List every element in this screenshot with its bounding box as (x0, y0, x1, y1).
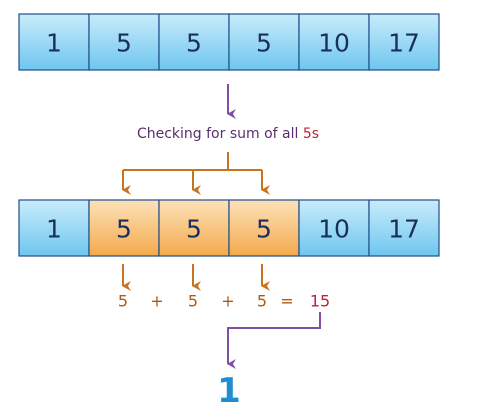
top-array-cell: 5 (158, 13, 230, 71)
top-array-cell: 1 (18, 13, 90, 71)
equation-operator: = (280, 292, 293, 311)
cell-box (298, 199, 370, 257)
caption-prefix: Checking for sum of all (137, 126, 303, 142)
bottom-array-cell: 5 (158, 199, 230, 257)
equation-term: 5 (188, 292, 198, 311)
caption-highlight: 5s (303, 126, 319, 142)
top-array-cell: 10 (298, 13, 370, 71)
cell-box (88, 199, 160, 257)
cell-box (298, 13, 370, 71)
cell-value: 5 (116, 215, 132, 244)
cell-value: 10 (318, 215, 350, 244)
equation: 5 +5 +5 = 15 (118, 292, 330, 311)
cell-box (368, 199, 440, 257)
top-array: 1 5 5 5 10 17 (18, 13, 440, 71)
top-array-cell: 5 (228, 13, 300, 71)
cell-value: 5 (256, 29, 272, 58)
equation-operator: + (221, 292, 234, 311)
bottom-array-cell: 17 (368, 199, 440, 257)
bottom-array-cell: 10 (298, 199, 370, 257)
cell-value: 1 (46, 215, 62, 244)
result-value: 1 (217, 371, 241, 411)
bottom-array: 1 5 5 5 10 17 (18, 199, 440, 257)
cell-value: 5 (256, 215, 272, 244)
caption: Checking for sum of all 5s (137, 126, 319, 142)
top-array-cell: 5 (88, 13, 160, 71)
cell-value: 1 (46, 29, 62, 58)
top-array-cell: 17 (368, 13, 440, 71)
equation-operator: + (150, 292, 163, 311)
cell-box (18, 13, 90, 71)
bottom-array-cell: 5 (228, 199, 300, 257)
cell-box (18, 199, 90, 257)
bottom-array-cell: 1 (18, 199, 90, 257)
cell-value: 5 (116, 29, 132, 58)
selection-bracket (122, 152, 270, 195)
equation-arrows (122, 264, 270, 291)
arrow-to-result (227, 312, 321, 369)
cell-box (228, 199, 300, 257)
cell-box (158, 13, 230, 71)
equation-term: 5 (118, 292, 128, 311)
cell-value: 5 (186, 29, 202, 58)
cell-value: 17 (388, 215, 420, 244)
cell-value: 17 (388, 29, 420, 58)
bottom-array-cell: 5 (88, 199, 160, 257)
cell-box (88, 13, 160, 71)
cell-box (368, 13, 440, 71)
cell-value: 10 (318, 29, 350, 58)
equation-sum: 15 (310, 292, 330, 311)
cell-box (158, 199, 230, 257)
cell-value: 5 (186, 215, 202, 244)
equation-term: 5 (257, 292, 267, 311)
